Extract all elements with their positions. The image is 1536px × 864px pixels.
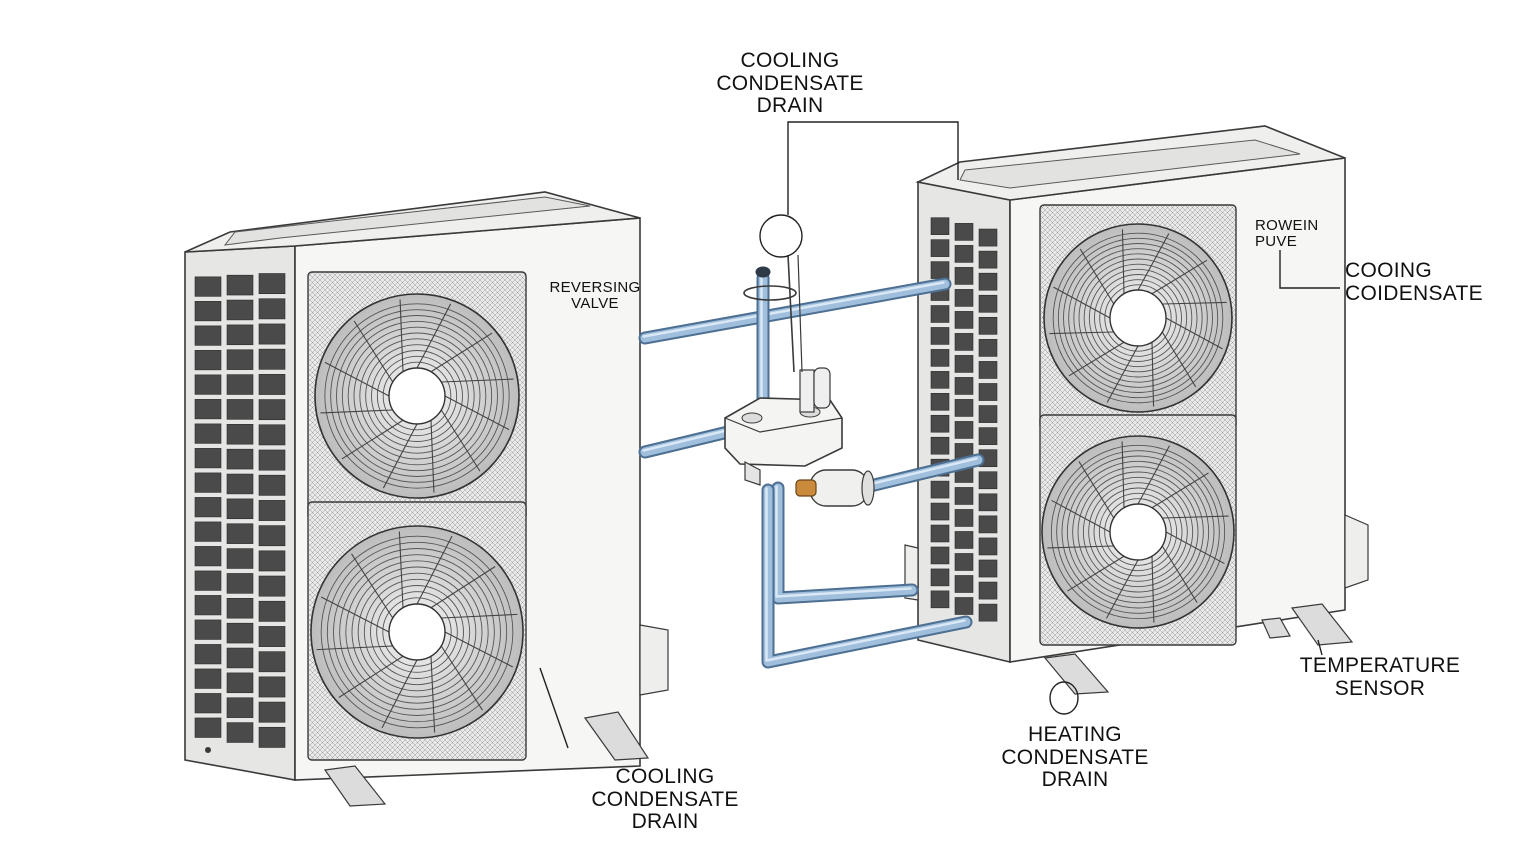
left-fan-top bbox=[314, 293, 520, 499]
right-fan-bottom bbox=[1041, 435, 1235, 629]
left-fan-bottom bbox=[310, 525, 524, 739]
callout-lines bbox=[539, 121, 1340, 749]
left-unit-feet bbox=[205, 711, 650, 807]
right-fan-top bbox=[1043, 223, 1233, 413]
right-outdoor-unit bbox=[904, 125, 1369, 695]
bottom-callout-leader bbox=[539, 667, 569, 749]
temp-callout-leader bbox=[1317, 639, 1323, 656]
left-outdoor-unit bbox=[184, 191, 669, 807]
reversing-valve bbox=[724, 254, 875, 507]
top-callout-circle bbox=[759, 214, 803, 258]
brass-fitting bbox=[795, 479, 817, 497]
left-side-grille bbox=[194, 273, 286, 748]
right-side-grille bbox=[930, 217, 998, 622]
top-callout-leader bbox=[787, 121, 959, 215]
cooing-callout-leader bbox=[1279, 250, 1340, 289]
heating-callout-circle bbox=[1049, 681, 1079, 715]
right-unit-feet bbox=[1043, 603, 1354, 695]
